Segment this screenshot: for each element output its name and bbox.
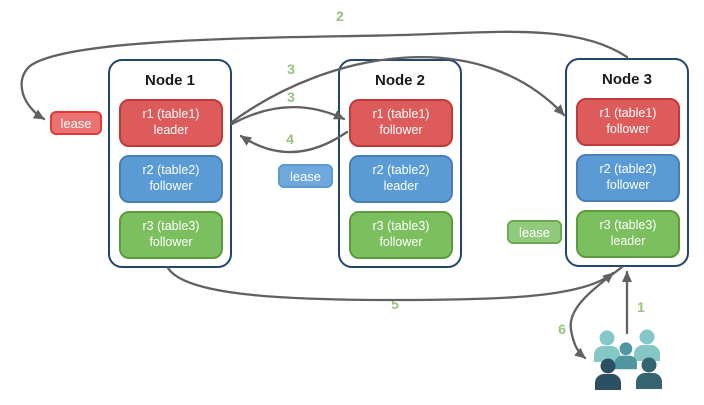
node-1: Node 1 r1 (table1) leader r2 (table2) fo… (108, 59, 232, 268)
replica-role: follower (606, 178, 650, 192)
arrow-6-node3-to-users (569, 265, 624, 360)
replica-label: r3 (table3) (142, 219, 200, 234)
node-3: Node 3 r1 (table1) follower r2 (table2) … (565, 58, 689, 267)
replica-role: leader (610, 234, 646, 248)
replica-label: r2 (table2) (142, 163, 200, 178)
replica-role: follower (149, 235, 193, 249)
step-label-6: 6 (558, 321, 566, 337)
node-1-replica-r1: r1 (table1) leader (119, 99, 223, 147)
replica-label: r2 (table2) (599, 162, 657, 177)
step-label-1: 1 (637, 299, 645, 315)
replica-role: follower (606, 122, 650, 136)
replica-role: follower (149, 179, 193, 193)
lease-tag-blue: lease (278, 164, 333, 188)
arrow-3-node1-to-node2 (230, 106, 346, 126)
node-1-replica-r2: r2 (table2) follower (119, 155, 223, 203)
replica-label: r1 (table1) (372, 107, 430, 122)
replica-role: follower (379, 123, 423, 137)
node-2-replica-r2: r2 (table2) leader (349, 155, 453, 203)
step-label-5: 5 (391, 296, 399, 312)
replica-label: r1 (table1) (599, 106, 657, 121)
replica-label: r3 (table3) (372, 219, 430, 234)
node-2-replica-r3: r3 (table3) follower (349, 211, 453, 259)
node-1-replica-r3: r3 (table3) follower (119, 211, 223, 259)
node-2: Node 2 r1 (table1) follower r2 (table2) … (338, 59, 462, 268)
step-label-4: 4 (286, 131, 294, 147)
node-2-title: Node 2 (374, 72, 425, 89)
node-3-replica-r2: r2 (table2) follower (576, 154, 680, 202)
step-label-3b: 3 (287, 89, 295, 105)
node-2-replica-r1: r1 (table1) follower (349, 99, 453, 147)
replica-label: r3 (table3) (599, 218, 657, 233)
replica-role: leader (383, 179, 419, 193)
node-3-replica-r1: r1 (table1) follower (576, 98, 680, 146)
lease-tag-green: lease (507, 220, 562, 244)
lease-tag-red: lease (50, 111, 102, 135)
step-label-2: 2 (336, 8, 344, 24)
replica-label: r2 (table2) (372, 163, 430, 178)
node-3-replica-r3: r3 (table3) leader (576, 210, 680, 258)
step-label-3a: 3 (287, 61, 295, 77)
node-1-title: Node 1 (144, 72, 195, 89)
replica-label: r1 (table1) (142, 107, 200, 122)
replica-role: leader (153, 123, 189, 137)
replica-role: follower (379, 235, 423, 249)
node-3-title: Node 3 (601, 71, 652, 88)
users-group-icon (594, 329, 662, 390)
